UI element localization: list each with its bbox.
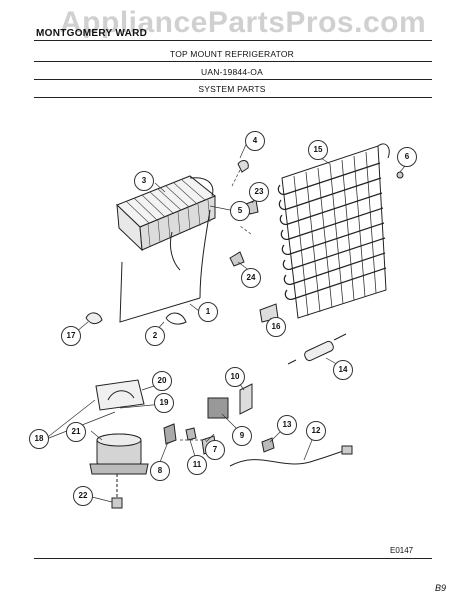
- watermark: AppliancePartsPros.com: [60, 6, 427, 39]
- callout-4: 4: [245, 131, 265, 151]
- callout-3: 3: [134, 171, 154, 191]
- callout-1: 1: [198, 302, 218, 322]
- header-rule-top: [34, 40, 432, 41]
- callout-10: 10: [225, 367, 245, 387]
- retainer-part: [229, 251, 245, 267]
- callout-23: 23: [249, 182, 269, 202]
- relay-part: [207, 397, 229, 419]
- callout-13: 13: [277, 415, 297, 435]
- cord-clip-part: [261, 437, 275, 453]
- callout-8: 8: [150, 461, 170, 481]
- header-rule-3: [34, 97, 432, 98]
- thermostat-bulb-part: [396, 171, 404, 179]
- drawing-code: E0147: [390, 546, 414, 555]
- callout-24: 24: [241, 268, 261, 288]
- header-rule-1: [34, 61, 432, 62]
- plug-head: [341, 445, 353, 455]
- callout-5: 5: [230, 201, 250, 221]
- callout-16: 16: [266, 317, 286, 337]
- capillary-tube: [119, 261, 201, 323]
- bracket-part: [237, 160, 249, 173]
- overload-cover-drawing: [95, 379, 145, 411]
- callout-19: 19: [154, 393, 174, 413]
- callout-20: 20: [152, 371, 172, 391]
- callout-2: 2: [145, 326, 165, 346]
- drier-drawing: [287, 333, 347, 365]
- brand-label: MONTGOMERY WARD: [36, 28, 148, 39]
- callout-15: 15: [308, 140, 328, 160]
- callout-22: 22: [73, 486, 93, 506]
- section-title: SYSTEM PARTS: [198, 84, 266, 94]
- callout-14: 14: [333, 360, 353, 380]
- clip-part: [165, 312, 187, 325]
- callout-21: 21: [66, 422, 86, 442]
- callout-11: 11: [187, 455, 207, 475]
- relay-clip-part: [239, 383, 253, 415]
- grommet-part: [85, 312, 103, 325]
- condenser-drawing: [116, 175, 216, 299]
- callout-7: 7: [205, 440, 225, 460]
- compressor-drawing: [89, 433, 149, 509]
- callout-17: 17: [61, 326, 81, 346]
- model-number: UAN-19844-OA: [201, 67, 263, 77]
- page-title: TOP MOUNT REFRIGERATOR: [169, 49, 295, 59]
- connector-part: [163, 423, 177, 445]
- terminal-part: [185, 427, 197, 441]
- header-rule-2: [34, 79, 432, 80]
- callout-6: 6: [397, 147, 417, 167]
- evaporator-drawing: [277, 143, 390, 319]
- callout-12: 12: [306, 421, 326, 441]
- power-cord-drawing: [229, 449, 347, 467]
- callout-9: 9: [232, 426, 252, 446]
- callout-18: 18: [29, 429, 49, 449]
- footer-rule: [34, 558, 432, 559]
- page-mark: B9: [435, 583, 447, 593]
